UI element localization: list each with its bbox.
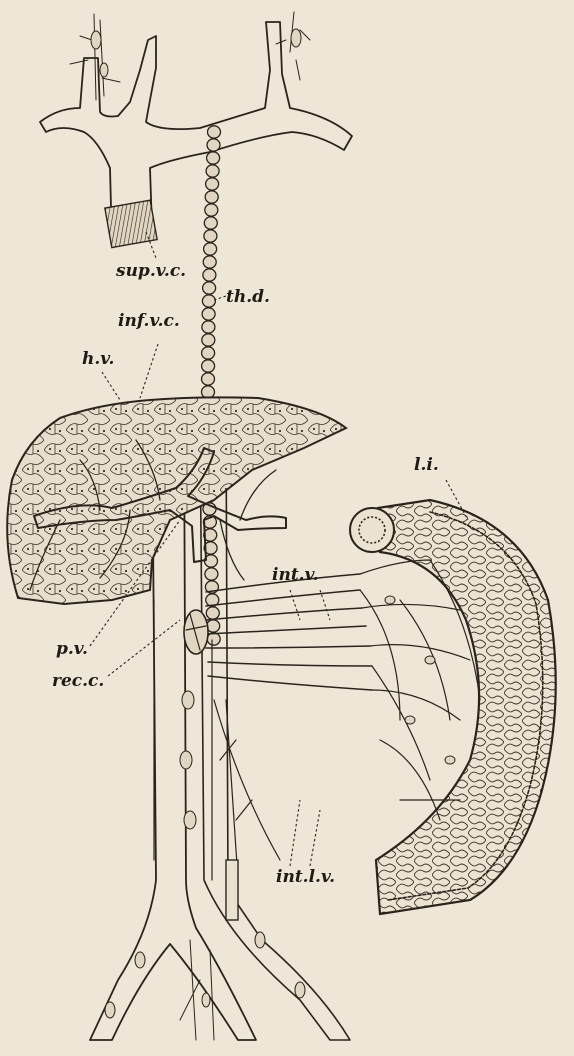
thoracic-duct-bead xyxy=(206,607,219,619)
upper-lymph-nodes xyxy=(70,12,310,100)
thoracic-duct-bead xyxy=(205,568,218,580)
thoracic-duct-bead xyxy=(207,139,220,151)
label-l-i: l.i. xyxy=(414,455,439,475)
label-int-l-v: int.l.v. xyxy=(276,867,335,887)
label-p-v: p.v. xyxy=(56,639,88,659)
thoracic-duct-bead xyxy=(205,204,218,216)
thoracic-duct-bead xyxy=(202,334,215,346)
thoracic-duct-bead xyxy=(207,633,220,645)
receptaculum-chyli xyxy=(184,610,208,654)
thoracic-duct-bead xyxy=(205,191,218,203)
label-inf-v-c: inf.v.c. xyxy=(118,311,180,331)
label-int-v: int.v. xyxy=(272,565,319,585)
large-intestine xyxy=(350,500,556,914)
thoracic-duct-bead xyxy=(202,360,215,372)
thoracic-duct-bead xyxy=(204,230,217,242)
thoracic-duct-bead xyxy=(203,282,216,294)
label-th-d: th.d. xyxy=(226,287,270,307)
label-sup-v-c: sup.v.c. xyxy=(115,261,186,281)
label-rec-c: rec.c. xyxy=(52,671,104,691)
thoracic-duct-bead xyxy=(203,256,216,268)
thoracic-duct-bead xyxy=(202,386,215,398)
thoracic-duct-bead xyxy=(207,152,220,164)
thoracic-duct-bead xyxy=(206,165,219,177)
thoracic-duct-bead xyxy=(208,126,221,138)
lower-lymph-nodes xyxy=(105,691,305,1040)
thoracic-duct-bead xyxy=(202,308,215,320)
thoracic-duct xyxy=(202,126,221,645)
thoracic-duct-bead xyxy=(202,295,215,307)
superior-vena-cava xyxy=(40,22,352,248)
thoracic-duct-bead xyxy=(202,321,215,333)
thoracic-duct-bead xyxy=(202,373,215,385)
thoracic-duct-bead xyxy=(202,347,215,359)
thoracic-duct-bead xyxy=(203,269,216,281)
thoracic-duct-bead xyxy=(204,217,217,229)
label-h-v: h.v. xyxy=(82,349,114,369)
thoracic-duct-bead xyxy=(204,243,217,255)
thoracic-duct-bead xyxy=(206,178,219,190)
